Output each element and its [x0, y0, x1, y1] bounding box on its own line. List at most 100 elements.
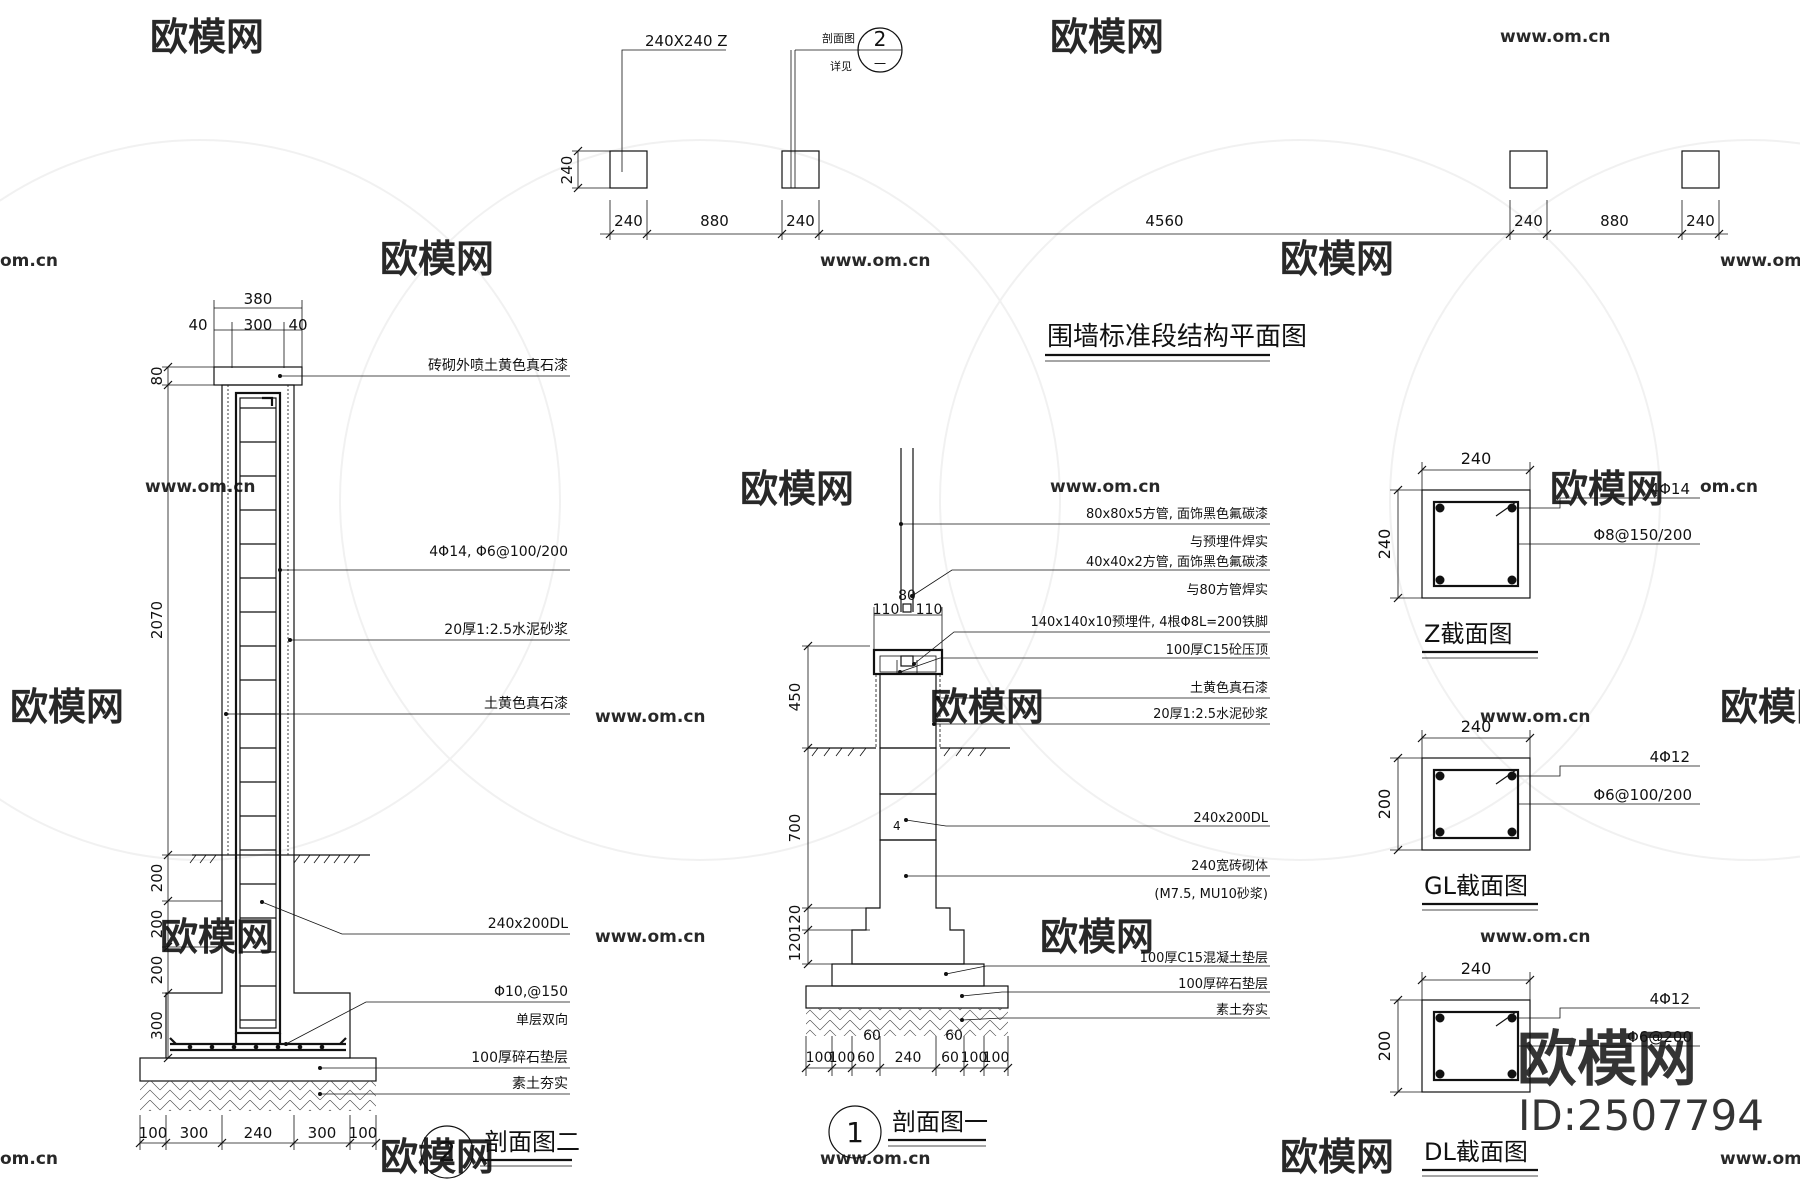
xs-rebar-label: 4Φ14: [1650, 480, 1690, 498]
plan-dim-value: 240: [1686, 212, 1715, 230]
watermark-id: ID:2507794: [1518, 1091, 1764, 1140]
dim-tick: [1525, 733, 1535, 743]
s2-dim-mid: 300: [244, 316, 273, 334]
watermark-logo: 欧模网: [930, 685, 1044, 729]
s2-column: [234, 391, 282, 1035]
dim-tick: [814, 229, 824, 239]
s1-vdim-value: 120: [786, 905, 804, 934]
s1-label: 素土夯实: [1216, 1003, 1268, 1018]
s1-leader-dot: [960, 994, 964, 998]
xs-rebar: [1507, 827, 1517, 837]
plan-dim-value: 880: [1600, 212, 1629, 230]
s1-leader-dot: [898, 670, 902, 674]
s1-label: 100厚C15砼压顶: [1166, 643, 1268, 658]
xs-rebar: [1435, 575, 1445, 585]
s2-vdim-value: 200: [148, 864, 166, 893]
s1-concrete-pad: [831, 963, 985, 987]
watermark-logo: 欧模网: [1280, 237, 1394, 281]
s2-leader-dot: [288, 638, 292, 642]
s1-offset-dim: 60: [863, 1028, 881, 1044]
xs-leader: [1512, 1007, 1700, 1019]
s2-dim-right: 40: [288, 316, 307, 334]
dim-tick: [605, 229, 615, 239]
dim-tick: [1677, 229, 1687, 239]
s1-leader-dot: [960, 1018, 964, 1022]
s2-footing-bars: [187, 1044, 325, 1050]
s1-bdim-value: 60: [941, 1050, 959, 1066]
s2-leader-dot: [224, 712, 228, 716]
watermark-logo: 欧模网: [380, 1135, 494, 1179]
s1-label: (M7.5, MU10砂浆): [1154, 887, 1268, 902]
s1-label: 100厚C15混凝土垫层: [1140, 950, 1268, 966]
dim-tick: [875, 1063, 885, 1073]
dim-tick: [1003, 1063, 1013, 1073]
s1-leader: [961, 991, 1270, 997]
xs-rebar: [1435, 1013, 1445, 1023]
s1-leader-dot: [932, 722, 936, 726]
watermark-logo: 欧模网: [10, 685, 124, 729]
xs-stirrup-label: Φ6@200: [1627, 1028, 1692, 1046]
s2-leader-dot: [260, 900, 264, 904]
s2-vdim-value: 300: [148, 1011, 166, 1040]
s1-label: 140x140x10预埋件, 4根Φ8L=200铁脚: [1030, 614, 1268, 630]
s1-label: 与预埋件焊实: [1190, 534, 1268, 550]
xs-rebar: [1507, 575, 1517, 585]
section-ref-sub: 一: [874, 57, 886, 71]
xs-stirrup-label: Φ8@150/200: [1593, 526, 1692, 544]
s1-leader-dot: [904, 818, 908, 822]
dim-tick: [217, 1138, 227, 1148]
dim-tick: [163, 942, 173, 952]
s2-bdim-value: 240: [244, 1124, 273, 1142]
watermark-site: om.cn: [0, 251, 58, 271]
watermark-text-layer: 欧模网欧模网欧模网欧模网欧模网欧模网欧模网欧模网欧模网欧模网欧模网欧模网欧模网w…: [0, 15, 1800, 1179]
watermark-site: www.om.cn: [1720, 1149, 1800, 1169]
xs-stirrup-label: Φ6@100/200: [1593, 786, 1692, 804]
dim-tick: [163, 896, 173, 906]
s1-lower-wall: [879, 747, 937, 795]
xs-stirrup: [1432, 500, 1520, 588]
s1-label: 土黄色真石漆: [1190, 680, 1268, 696]
section-ref-text: 剖面图: [822, 31, 855, 45]
dim-tick: [161, 1138, 171, 1148]
xs-width-dim: 240: [1461, 959, 1492, 978]
s1-label: 240x200DL: [1193, 811, 1268, 826]
s2-label: 砖砌外喷土黄色真石漆: [428, 357, 568, 374]
xs-rebar-label: 4Φ12: [1650, 990, 1690, 1008]
xs-leader: [1512, 765, 1700, 777]
s2-title: 剖面图二: [484, 1128, 580, 1156]
watermark-site: www.om.cn: [820, 251, 931, 271]
s1-label: 100厚碎石垫层: [1178, 976, 1268, 992]
plan-column: [781, 150, 820, 189]
watermark-site: om.cn: [0, 1149, 58, 1169]
plan-column: [1509, 150, 1548, 189]
s2-label: 4Φ14, Φ6@100/200: [429, 544, 568, 560]
xs-height-dim: 240: [1375, 529, 1394, 560]
s2-leader-dot: [278, 568, 282, 572]
dim-tick: [1505, 229, 1515, 239]
s1-number-bubble: [828, 1105, 882, 1159]
dim-tick: [163, 1053, 173, 1063]
s1-leader: [911, 569, 1270, 597]
s2-vdim-value: 80: [148, 366, 166, 385]
s1-label: 80x80x5方管, 面饰黑色氟碳漆: [1086, 506, 1268, 522]
s2-vdim-value: 200: [148, 956, 166, 985]
dim-tick: [931, 1063, 941, 1073]
plan-dim-value: 240: [786, 212, 815, 230]
s2-label: 20厚1:2.5水泥砂浆: [444, 622, 568, 638]
section-ref-number: 2: [874, 27, 887, 51]
xs-width-dim: 240: [1461, 717, 1492, 736]
s1-title: 剖面图一: [892, 1108, 988, 1136]
s2-hook: [262, 396, 274, 406]
dim-tick: [1417, 465, 1427, 475]
svg-text:4: 4: [893, 819, 901, 833]
s2-vdim-value: 200: [148, 910, 166, 939]
section-2-drawing: 380 40 300 40: [135, 290, 580, 1179]
watermark-logo: 欧模网: [1040, 915, 1154, 959]
watermark-logo: 欧模网: [160, 915, 274, 959]
dim-tick: [1393, 995, 1403, 1005]
